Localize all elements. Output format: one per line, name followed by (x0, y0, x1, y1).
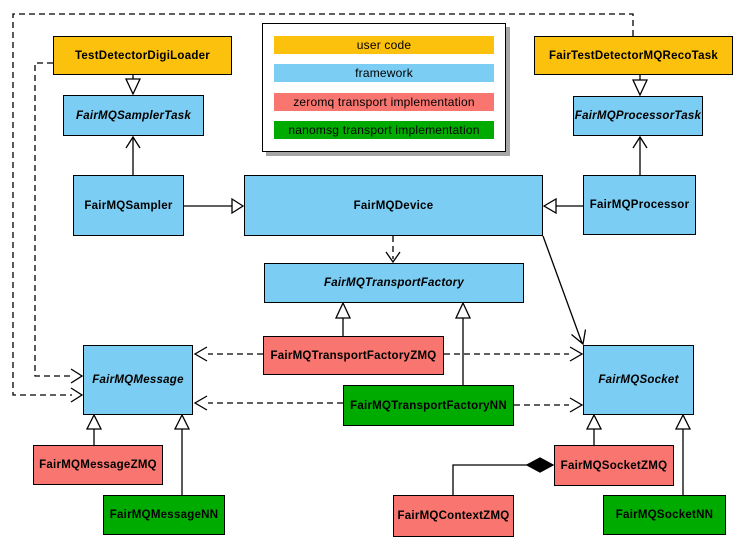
edge-recotask-extends-processortask (631, 75, 649, 97)
edge-messagezmq-extends-message (85, 413, 103, 445)
class-box-testdetectordigiloader: TestDetectorDigiLoader (53, 36, 232, 75)
class-box-fairmqcontextzmq: FairMQContextZMQ (393, 495, 514, 537)
class-box-fairmqsamplertask: FairMQSamplerTask (63, 95, 204, 136)
class-box-fairmqmessagenn: FairMQMessageNN (103, 495, 225, 535)
edge-digiloader-extends-samplertask (124, 75, 142, 96)
class-box-fairmqdevice: FairMQDevice (244, 175, 543, 236)
legend-item-framework: framework (274, 64, 494, 83)
edge-socketnn-extends-socket (674, 413, 692, 495)
edge-device-to-socket (542, 235, 587, 346)
legend-item-user-code: user code (274, 36, 494, 55)
class-box-fairmqtransportfactorynn: FairMQTransportFactoryNN (343, 385, 514, 426)
class-box-fairmqprocessor: FairMQProcessor (583, 175, 696, 235)
legend-item-nanomsg: nanomsg transport implementation (274, 120, 494, 139)
edge-sampler-to-samplertask (125, 135, 141, 175)
class-box-fairmqsocketzmq: FairMQSocketZMQ (554, 445, 674, 486)
class-box-fairmqsampler: FairMQSampler (73, 175, 184, 236)
edge-processor-extends-device (542, 197, 583, 215)
edge-factorynn-extends-factory (454, 301, 472, 385)
class-box-fairmqsocket: FairMQSocket (583, 345, 694, 415)
class-box-fairmqtransportfactory: FairMQTransportFactory (264, 263, 524, 303)
edge-messagenn-extends-message (173, 413, 191, 495)
class-box-fairtestdetectormqrecotask: FairTestDetectorMQRecoTask (534, 36, 733, 75)
edge-sampler-extends-device (184, 197, 245, 215)
legend-item-zeromq: zeromq transport implementation (274, 92, 494, 111)
class-box-fairmqmessage: FairMQMessage (83, 345, 193, 415)
edge-processor-to-processortask (632, 135, 648, 175)
class-box-fairmqprocessortask: FairMQProcessorTask (573, 96, 703, 136)
edge-socketzmq-extends-socket (585, 413, 603, 445)
edge-recotask-uses-message (12, 13, 634, 396)
edge-digiloader-uses-message (34, 62, 72, 377)
edge-factoryzmq-extends-factory (334, 301, 352, 336)
class-box-fairmqtransportfactoryzmq: FairMQTransportFactoryZMQ (263, 336, 444, 375)
class-box-fairmqmessagezmq: FairMQMessageZMQ (33, 445, 163, 485)
edge-contextzmq-composition-socketzmq (452, 457, 555, 495)
class-box-fairmqsocketnn: FairMQSocketNN (603, 495, 726, 535)
legend: user code framework zeromq transport imp… (262, 23, 506, 152)
